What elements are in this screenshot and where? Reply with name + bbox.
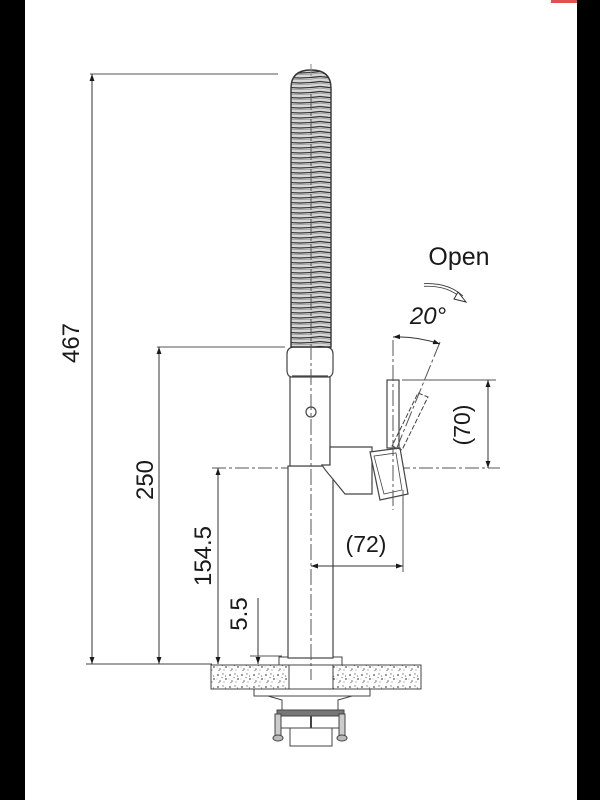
dimension-body-height: 250 [132, 346, 285, 664]
dim-label-467: 467 [58, 323, 85, 363]
dim-label-70: (70) [449, 405, 475, 446]
red-corner-mark [551, 0, 577, 3]
angle-label: 20° [409, 303, 447, 330]
handle-lever-open [391, 392, 429, 451]
dim-label-154-5: 154.5 [190, 526, 217, 586]
mounting-hardware [253, 656, 371, 747]
dim-label-250: 250 [132, 460, 159, 500]
open-indicator: Open [423, 243, 490, 303]
dim-label-72: (72) [346, 531, 387, 557]
dimension-handle-reach: (72) [311, 490, 404, 572]
dim-label-5-5: 5.5 [226, 597, 253, 630]
centerlines [310, 94, 441, 680]
dimension-angle: 20° [392, 303, 447, 345]
dimension-total-height: 467 [58, 73, 278, 664]
handle-arm [320, 446, 409, 501]
dimension-handle-height: (70) [402, 379, 496, 468]
dimension-handle-axis-height: 154.5 [190, 467, 500, 664]
open-label: Open [428, 243, 489, 271]
faucet-body [286, 346, 334, 467]
